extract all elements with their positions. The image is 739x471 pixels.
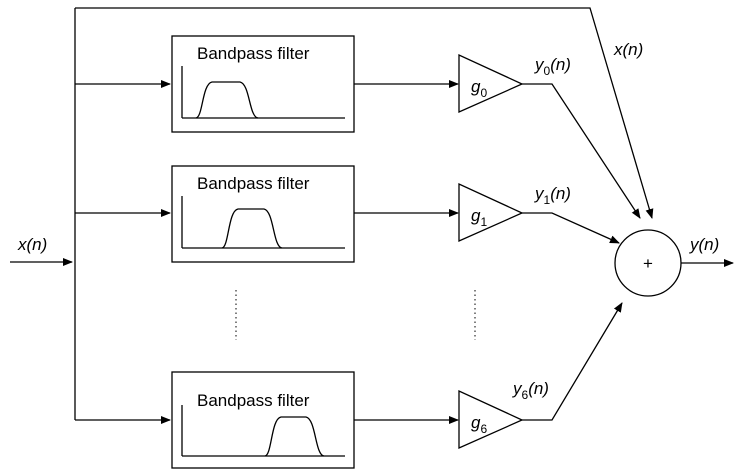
branch-6-output-wire: [522, 302, 623, 421]
bandpass-response-1-icon: [181, 196, 345, 249]
branch-1-output-label: y1(n): [534, 184, 571, 207]
gain-amplifier-6: [458, 389, 524, 450]
gain-6-label: g6: [471, 413, 487, 436]
bandpass-filter-0: [171, 35, 355, 133]
summer-symbol: +: [643, 254, 653, 273]
bandpass-filter-1: [171, 165, 355, 263]
branch-0-output-wire: [522, 83, 641, 219]
bandpass-response-6-icon: [181, 405, 345, 457]
bypass-signal-label: x(n): [613, 40, 643, 59]
branch-6: Bandpass filter g6 y6(n): [75, 302, 623, 469]
bandpass-filter-1-label: Bandpass filter: [197, 174, 310, 193]
bandpass-response-0-icon: [181, 66, 345, 119]
branch-0: Bandpass filter g0 y0(n): [75, 35, 641, 219]
gain-0-label: g0: [471, 77, 487, 100]
gain-1-label: g1: [471, 206, 487, 229]
bandpass-filter-0-label: Bandpass filter: [197, 44, 310, 63]
branch-1: Bandpass filter g1 y1(n): [75, 165, 620, 263]
gain-amplifier-0: [458, 53, 524, 114]
output-signal-label: y(n): [689, 235, 719, 254]
branch-6-output-label: y6(n): [512, 379, 549, 402]
bandpass-filter-6: [171, 371, 355, 469]
input-signal-label: x(n): [17, 235, 47, 254]
bandpass-filter-6-label: Bandpass filter: [197, 391, 310, 410]
gain-amplifier-1: [458, 182, 524, 243]
branch-0-output-label: y0(n): [534, 55, 571, 78]
branch-1-output-wire: [522, 212, 620, 244]
bypass-wire: [75, 7, 654, 219]
